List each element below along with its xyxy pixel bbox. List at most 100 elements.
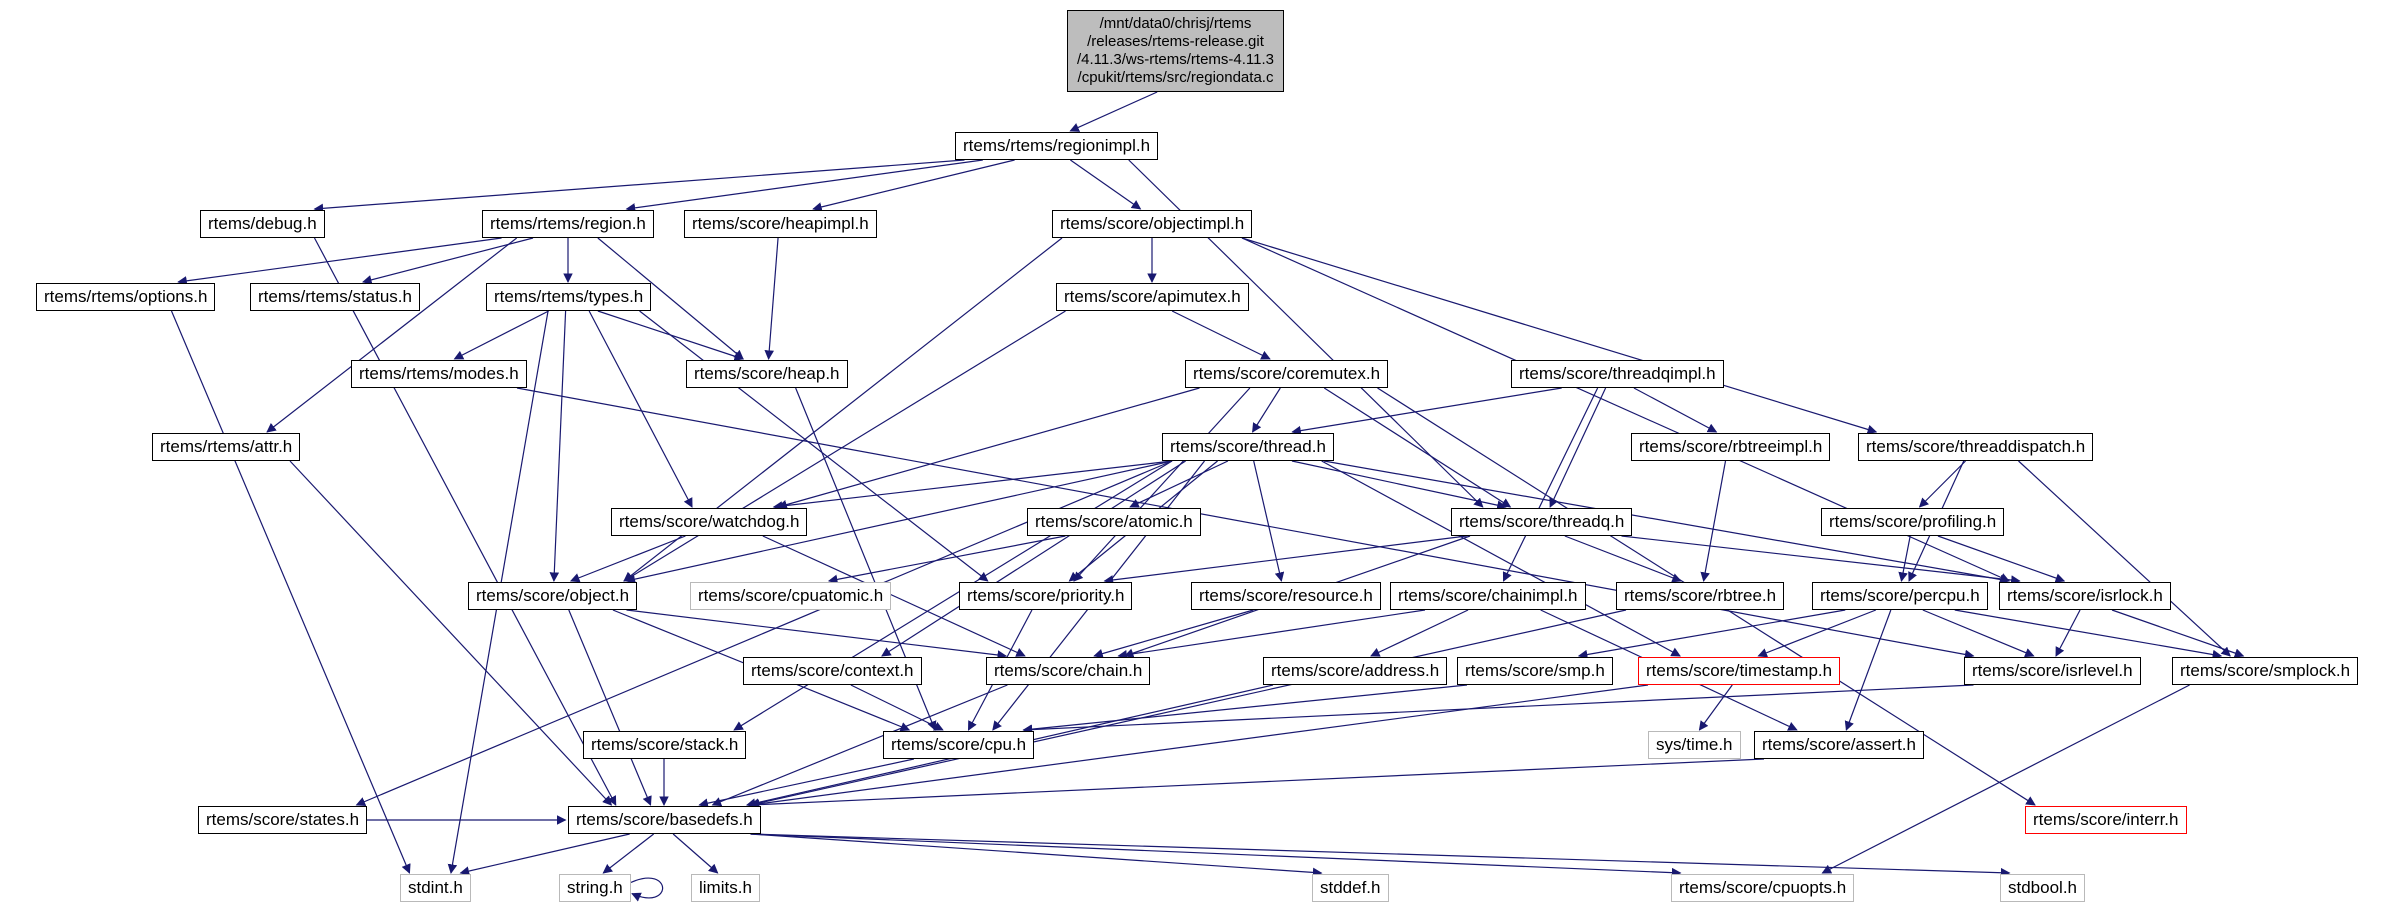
graph-node-address-h[interactable]: rtems/score/address.h [1263,657,1448,685]
include-edge [750,833,1323,878]
include-edge [626,609,1008,660]
include-edge [313,159,965,214]
include-edge [1549,387,1607,508]
graph-node-interr-h[interactable]: rtems/score/interr.h [2025,806,2187,834]
graph-node-debug-h[interactable]: rtems/debug.h [200,210,325,238]
graph-node-basedefs-h[interactable]: rtems/score/basedefs.h [568,806,761,834]
include-edge [549,310,567,582]
include-edge [266,237,518,433]
include-edge [1093,609,1254,659]
graph-node-stack-h[interactable]: rtems/score/stack.h [583,731,747,759]
graph-node-profiling-h[interactable]: rtems/score/profiling.h [1821,508,2005,536]
include-edge [639,310,989,582]
graph-node-assert-h[interactable]: rtems/score/assert.h [1754,731,1924,759]
graph-node-smp-h[interactable]: rtems/score/smp.h [1457,657,1613,685]
graph-node-threadq-h[interactable]: rtems/score/threadq.h [1451,508,1633,536]
include-edge [1898,535,1911,582]
include-edge [1698,684,1733,731]
graph-node-status-h[interactable]: rtems/rtems/status.h [250,283,420,311]
include-edge [1502,387,1599,582]
include-edge [1757,609,1877,658]
graph-node-objectimpl-h[interactable]: rtems/score/objectimpl.h [1052,210,1253,238]
include-edge [569,535,686,583]
include-edge [750,833,1682,878]
include-edge [881,460,1186,657]
graph-node-options-h[interactable]: rtems/rtems/options.h [36,283,216,311]
graph-node-context-h[interactable]: rtems/score/context.h [743,657,922,685]
graph-node-priority-h[interactable]: rtems/score/priority.h [959,582,1133,610]
include-edge [1129,460,1229,508]
graph-node-threaddispatch-h[interactable]: rtems/score/threaddispatch.h [1858,433,2094,461]
graph-node-resource-h[interactable]: rtems/score/resource.h [1191,582,1381,610]
include-edge [1577,609,1846,660]
graph-node-heapimpl-h[interactable]: rtems/score/heapimpl.h [684,210,877,238]
include-edge [1321,460,1681,657]
include-edge [625,159,983,213]
graph-node-apimutex-h[interactable]: rtems/score/apimutex.h [1056,283,1249,311]
include-edge [1171,310,1271,360]
include-edge [289,460,613,806]
graph-node-heap-h[interactable]: rtems/score/heap.h [686,360,848,388]
graph-node-types-h[interactable]: rtems/rtems/types.h [486,283,652,311]
include-edge [698,758,915,808]
include-edge [672,833,719,874]
include-edge [170,310,411,874]
graph-node-root: /mnt/data0/chrisj/rtems /releases/rtems-… [1067,10,1285,92]
graph-node-isrlevel-h[interactable]: rtems/score/isrlevel.h [1964,657,2141,685]
include-edge [1073,387,1251,582]
include-edge [1022,684,1974,735]
graph-node-attr-h[interactable]: rtems/rtems/attr.h [152,433,301,461]
graph-node-modes-h[interactable]: rtems/rtems/modes.h [351,360,527,388]
include-edge [602,833,655,874]
graph-node-region-h[interactable]: rtems/rtems/region.h [482,210,654,238]
include-edge [1821,684,2190,874]
include-edge [623,310,1066,582]
include-edge [733,460,1173,731]
include-edge [762,535,1026,657]
graph-node-stdint-h: stdint.h [400,874,471,902]
include-edge [1564,535,1682,583]
graph-node-object-h[interactable]: rtems/score/object.h [468,582,638,610]
include-edge [749,758,1765,810]
graph-node-percpu-h[interactable]: rtems/score/percpu.h [1812,582,1988,610]
graph-node-sys-time-h: sys/time.h [1648,731,1741,759]
include-edge [1937,535,2066,583]
include-edge [827,535,1066,585]
graph-node-thread-h[interactable]: rtems/score/thread.h [1162,433,1334,461]
graph-node-rbtreeimpl-h[interactable]: rtems/score/rbtreeimpl.h [1631,433,1831,461]
include-edge [597,237,744,360]
graph-node-rbtree-h[interactable]: rtems/score/rbtree.h [1616,582,1785,610]
include-edge [764,237,779,360]
graph-node-stdbool-h: stdbool.h [2000,874,2085,902]
graph-node-cpuatomic-h: rtems/score/cpuatomic.h [690,582,892,610]
include-edge [1069,91,1158,132]
graph-node-timestamp-h[interactable]: rtems/score/timestamp.h [1638,657,1841,685]
graph-node-isrlock-h[interactable]: rtems/score/isrlock.h [1999,582,2171,610]
include-edge [749,609,1627,808]
graph-node-watchdog-h[interactable]: rtems/score/watchdog.h [611,508,808,536]
graph-node-states-h[interactable]: rtems/score/states.h [198,806,368,834]
include-edge [453,310,549,360]
include-edge [850,684,944,731]
include-edge [1022,684,1468,734]
graph-node-atomic-h[interactable]: rtems/score/atomic.h [1027,508,1201,536]
graph-node-cpu-h[interactable]: rtems/score/cpu.h [883,731,1035,759]
graph-node-chainimpl-h[interactable]: rtems/score/chainimpl.h [1390,582,1586,610]
graph-node-regionimpl-h[interactable]: rtems/rtems/regionimpl.h [955,132,1159,160]
include-edge [711,684,1008,807]
self-include-edge [630,877,664,902]
include-edge [1621,535,2021,585]
include-edge [1323,387,1512,508]
include-edge [749,684,1649,809]
graph-node-smplock-h[interactable]: rtems/score/smplock.h [2172,657,2359,685]
include-edge [1323,460,2010,585]
include-edge [2111,609,2245,658]
include-edge [750,833,2011,878]
include-edge [1700,460,1727,582]
graph-node-threadqimpl-h[interactable]: rtems/score/threadqimpl.h [1511,360,1724,388]
graph-node-coremutex-h[interactable]: rtems/score/coremutex.h [1185,360,1389,388]
include-edge [568,609,652,806]
include-edge [1253,460,1285,582]
graph-node-chain-h[interactable]: rtems/score/chain.h [986,657,1151,685]
